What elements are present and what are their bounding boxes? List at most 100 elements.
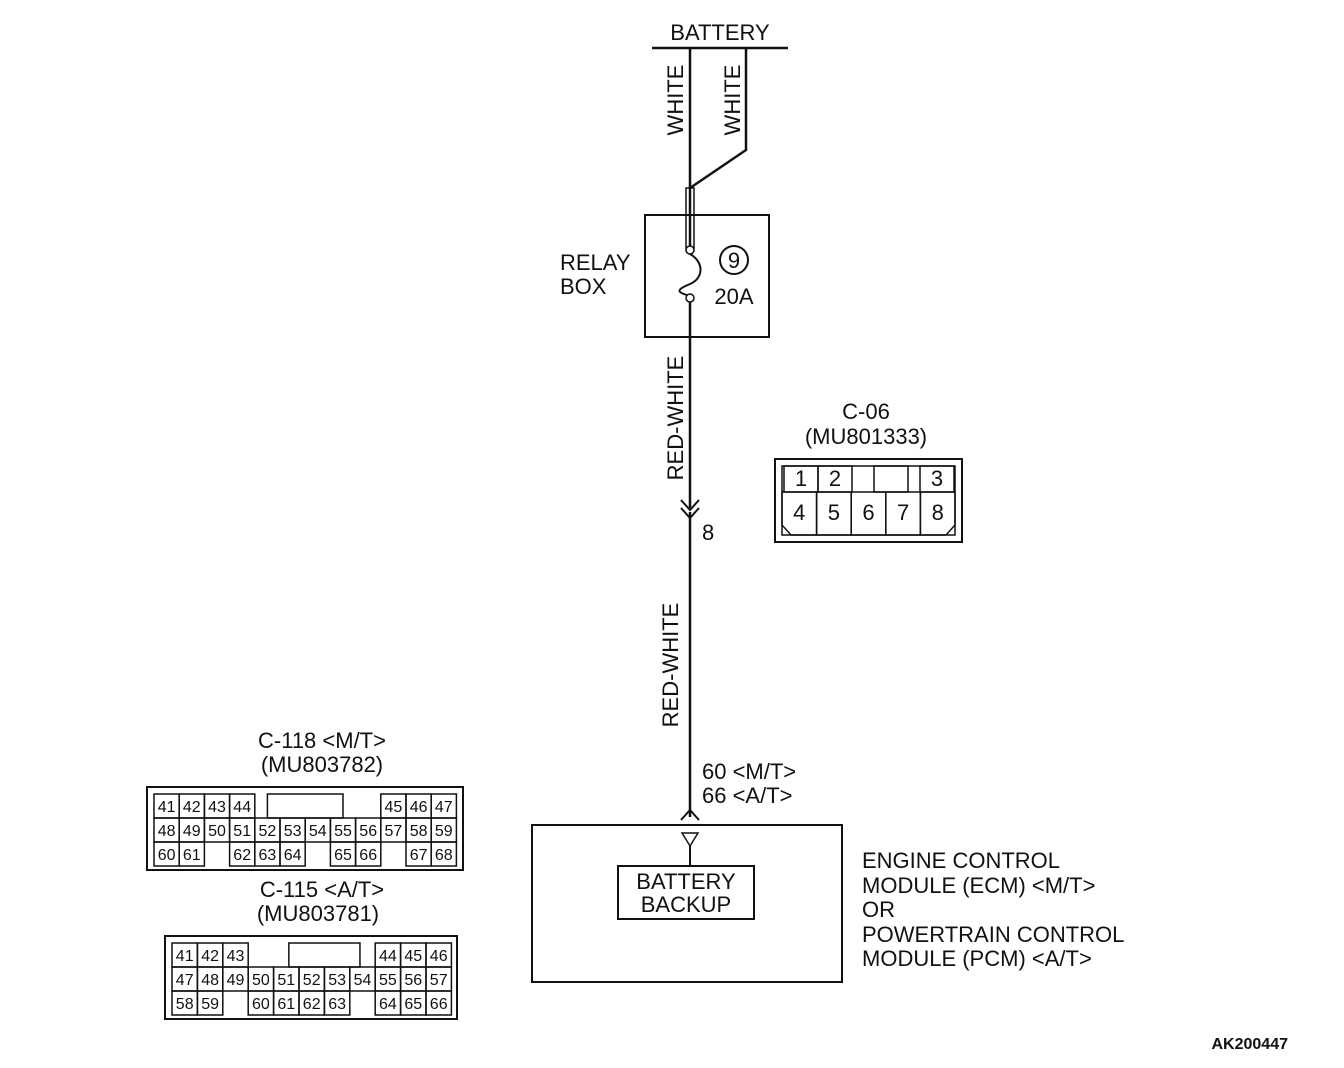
pin-number: 8 <box>932 500 944 525</box>
pin-number: 46 <box>410 799 428 816</box>
ecm-pin-label-line2: 66 <A/T> <box>702 783 793 808</box>
battery-backup-box <box>617 865 755 920</box>
pin-number: 66 <box>430 996 448 1013</box>
pin-number: 42 <box>183 799 201 816</box>
control-module-box <box>531 824 843 983</box>
wire-label-white-right: WHITE <box>720 65 745 136</box>
pin-number: 62 <box>233 847 251 864</box>
battery-backup-line2: BACKUP <box>641 892 731 917</box>
pin-cell <box>430 841 458 867</box>
pin-number: 54 <box>354 972 372 989</box>
fuse-element <box>678 253 702 297</box>
module-label-line2: MODULE (ECM) <M/T> <box>862 873 1095 898</box>
module-label-line4: POWERTRAIN CONTROL <box>862 922 1124 947</box>
relay-box <box>644 214 770 338</box>
connector-c118-outline <box>146 786 464 871</box>
fuse-rating: 20A <box>714 284 753 309</box>
latch-recess <box>288 942 361 968</box>
ecm-pin-label-line1: 60 <M/T> <box>702 759 796 784</box>
fuse-terminal-lower <box>685 293 695 303</box>
pin-number: 49 <box>227 972 245 989</box>
pin-number: 52 <box>259 823 277 840</box>
pin-number: 49 <box>183 823 201 840</box>
pin-number: 53 <box>284 823 302 840</box>
pin-number: 6 <box>862 500 874 525</box>
pin-number: 56 <box>359 823 377 840</box>
pin-number: 48 <box>201 972 219 989</box>
pin-number: 59 <box>435 823 453 840</box>
pin-cell <box>279 841 306 867</box>
pin-cell <box>196 990 224 1016</box>
pin-number: 42 <box>201 948 219 965</box>
connector-c06-part: (MU801333) <box>805 424 927 449</box>
pin-number: 43 <box>208 799 226 816</box>
pin-number: 47 <box>435 799 453 816</box>
pin-number: 61 <box>183 847 201 864</box>
wire-label-white-left: WHITE <box>663 65 688 136</box>
fuse-terminal-upper <box>685 245 695 255</box>
pin-number: 62 <box>303 996 321 1013</box>
junction-connector-upper <box>680 499 700 512</box>
connector-c118-part: (MU803782) <box>261 752 383 777</box>
pin-number: 68 <box>435 847 453 864</box>
relay-box-label-line1: RELAY <box>560 250 631 275</box>
pin-number: 7 <box>897 500 909 525</box>
pin-number: 41 <box>158 799 176 816</box>
pin-number: 51 <box>233 823 251 840</box>
pin-number: 66 <box>359 847 377 864</box>
connector-c115-part: (MU803781) <box>257 901 379 926</box>
key-slot <box>873 465 909 493</box>
pin-number: 60 <box>158 847 176 864</box>
pin-number: 59 <box>201 996 219 1013</box>
wire-label-red-white-lower: RED-WHITE <box>658 603 683 728</box>
pin-number: 1 <box>795 466 807 491</box>
pin-number: 53 <box>328 972 346 989</box>
fuse-number-circle <box>719 245 749 275</box>
module-connector-symbol <box>680 808 700 821</box>
module-label-line1: ENGINE CONTROL <box>862 848 1060 873</box>
pin-number: 55 <box>379 972 397 989</box>
junction-pin-number: 8 <box>702 520 714 545</box>
battery-label: BATTERY <box>670 20 770 45</box>
module-label-line3: OR <box>862 897 895 922</box>
pin-number: 47 <box>176 972 194 989</box>
pin-number: 4 <box>793 500 805 525</box>
pin-number: 54 <box>309 823 327 840</box>
pin-number: 61 <box>277 996 295 1013</box>
pin-cell <box>354 841 382 867</box>
pin-number: 2 <box>829 466 841 491</box>
pin-number: 55 <box>334 823 352 840</box>
pin-number: 63 <box>328 996 346 1013</box>
fuse-number: 9 <box>728 248 740 273</box>
wire-label-red-white-upper: RED-WHITE <box>663 356 688 481</box>
pin-number: 63 <box>259 847 277 864</box>
relay-box-label-line2: BOX <box>560 274 607 299</box>
pin-number: 65 <box>334 847 352 864</box>
pin-number: 57 <box>430 972 448 989</box>
module-label-line5: MODULE (PCM) <A/T> <box>862 946 1092 971</box>
pin-number: 56 <box>404 972 422 989</box>
latch-recess <box>266 793 344 819</box>
pin-number: 5 <box>828 500 840 525</box>
connector-c115-outline <box>164 935 458 1020</box>
pin-number: 48 <box>158 823 176 840</box>
pin-cell <box>323 990 351 1016</box>
pin-number: 43 <box>227 948 245 965</box>
pin-number: 45 <box>385 799 403 816</box>
module-terminal-triangle <box>680 832 700 848</box>
pin-number: 51 <box>277 972 295 989</box>
connector-c06-title: C-06 <box>842 399 890 424</box>
pin-number: 50 <box>252 972 270 989</box>
pin-number: 44 <box>233 799 251 816</box>
pin-number: 44 <box>379 948 397 965</box>
pin-number: 67 <box>410 847 428 864</box>
pin-number: 64 <box>379 996 397 1013</box>
pin-number: 57 <box>385 823 403 840</box>
figure-id: AK200447 <box>1212 1036 1289 1053</box>
